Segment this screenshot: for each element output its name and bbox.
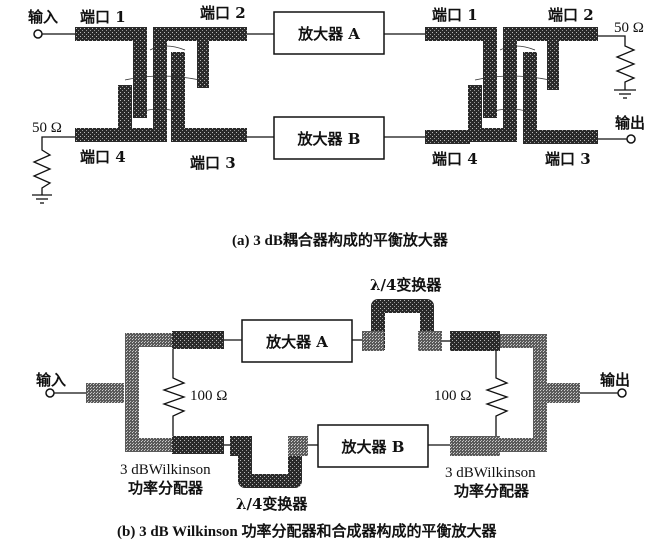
transformer-pad-right [418, 331, 442, 351]
right-isolation-resistor-icon [485, 351, 509, 436]
coupler-trace-port3 [171, 52, 247, 142]
input-label: 输入 [28, 8, 58, 26]
right-coupler [425, 27, 598, 144]
combiner-input-a [450, 331, 500, 351]
left-resistor-label: 100 Ω [190, 388, 227, 404]
bottom-quarter-wave-transformer [230, 436, 308, 488]
amplifier-a-label: 放大器 A [297, 25, 360, 43]
left-port4-label: 端口 4 [80, 148, 126, 166]
right-port2-label: 端口 2 [548, 6, 594, 24]
coupler-trace-port2 [468, 27, 598, 142]
coupler-coupling-lines [124, 45, 201, 113]
top-quarter-wave-transformer [362, 299, 442, 351]
combiner-input-b [450, 436, 500, 456]
figure-b: 输入 100 Ω 3 dBWilkinson 功率分配器 放大器 A λ/4变换… [36, 276, 630, 540]
transformer-pad-left [362, 331, 384, 351]
right-termination-resistor-icon [598, 35, 636, 99]
left-divider-label-line2: 功率分配器 [128, 479, 204, 497]
transformer-pad-right [288, 436, 308, 456]
input-terminal-icon [33, 29, 43, 39]
amplifier-b-box [317, 424, 429, 468]
output-label: 输出 [600, 371, 630, 389]
input-terminal-icon [45, 388, 55, 398]
divider-output-a [172, 331, 224, 349]
transformer-trace [371, 299, 434, 350]
bottom-transformer-label: λ/4变换器 [236, 495, 308, 513]
left-coupler [75, 27, 247, 142]
right-port1-label: 端口 1 [432, 6, 478, 24]
left-divider-label-line1: 3 dBWilkinson [120, 462, 211, 478]
right-port3-label: 端口 3 [545, 150, 591, 168]
figure-a: 输入 端口 1 端口 2 端口 3 端口 4 50 Ω 放大器 A 放大器 [28, 4, 645, 249]
coupler-trace-port1 [75, 27, 147, 118]
right-resistor-label: 100 Ω [434, 388, 471, 404]
left-termination-resistor-icon [32, 136, 75, 204]
right-wilkinson-combiner [450, 331, 580, 456]
divider-input-port [86, 383, 124, 403]
right-divider-label-line1: 3 dBWilkinson [445, 465, 536, 481]
amplifier-b-label: 放大器 B [297, 130, 361, 148]
output-label: 输出 [615, 114, 645, 132]
left-wilkinson-divider [86, 331, 224, 454]
figure-b-caption: (b) 3 dB Wilkinson 功率分配器和合成器构成的平衡放大器 [117, 522, 498, 540]
amplifier-b-label: 放大器 B [341, 438, 405, 456]
amplifier-b-box [273, 116, 385, 160]
transformer-trace [238, 437, 302, 488]
figure-a-caption: (a) 3 dB耦合器构成的平衡放大器 [232, 231, 449, 249]
transformer-pad-left [230, 436, 252, 456]
output-terminal-icon [617, 388, 627, 398]
left-isolation-resistor-icon [162, 349, 186, 436]
left-port2-label: 端口 2 [200, 4, 246, 22]
coupler-trace-port2 [118, 27, 247, 142]
top-transformer-label: λ/4变换器 [370, 276, 442, 294]
amplifier-a-label: 放大器 A [265, 333, 328, 351]
output-terminal-icon [626, 134, 636, 144]
divider-arms [125, 333, 172, 452]
left-termination-label: 50 Ω [32, 120, 62, 136]
input-label: 输入 [36, 371, 66, 389]
combiner-output-port [540, 383, 580, 403]
right-termination-label: 50 Ω [614, 20, 644, 36]
combiner-arms [500, 334, 547, 452]
right-port4-label: 端口 4 [432, 150, 478, 168]
left-port3-label: 端口 3 [190, 154, 236, 172]
coupler-trace-port1 [425, 27, 497, 118]
amplifier-a-box [273, 11, 385, 55]
right-divider-label-line2: 功率分配器 [454, 482, 530, 500]
coupler-trace-port3 [523, 52, 598, 144]
left-port1-label: 端口 1 [80, 8, 126, 26]
divider-output-b [172, 436, 224, 454]
amplifier-a-box [241, 319, 353, 363]
coupler-coupling-lines [474, 45, 551, 113]
